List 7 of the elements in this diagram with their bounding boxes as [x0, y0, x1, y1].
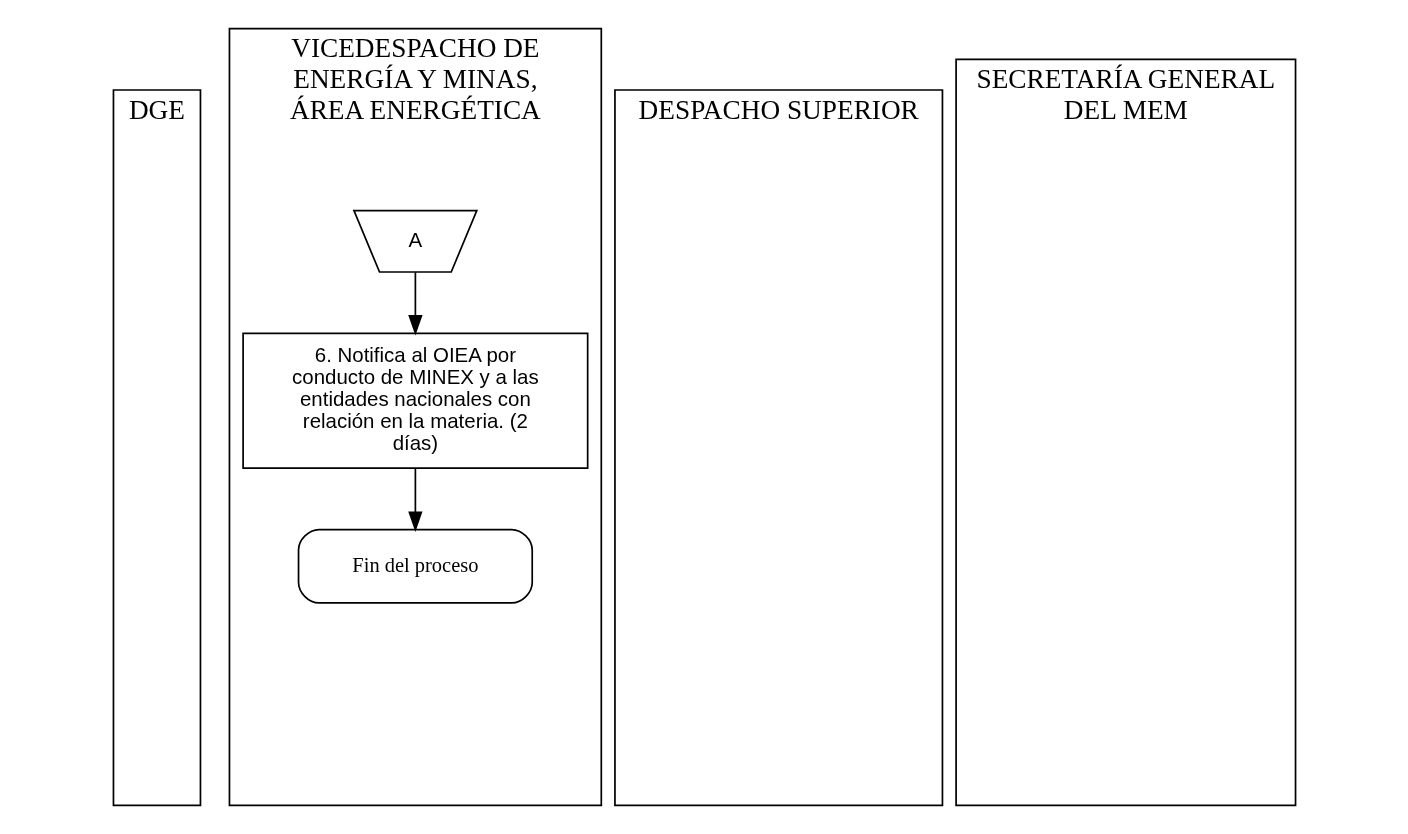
- arrow: [407, 467, 423, 532]
- node-box: SECRETARÍA GENERAL DEL MEM: [954, 58, 1296, 807]
- arrow: [407, 271, 423, 336]
- node-box: 6. Notifica al OIEA por conducto de MINEX y a las entidades nacionales con relación en la materia. (2 días): [241, 332, 588, 470]
- node-box: DESPACHO SUPERIOR: [613, 89, 943, 807]
- node-box: DGE: [112, 89, 201, 807]
- node-box: Fin del proceso: [297, 528, 533, 604]
